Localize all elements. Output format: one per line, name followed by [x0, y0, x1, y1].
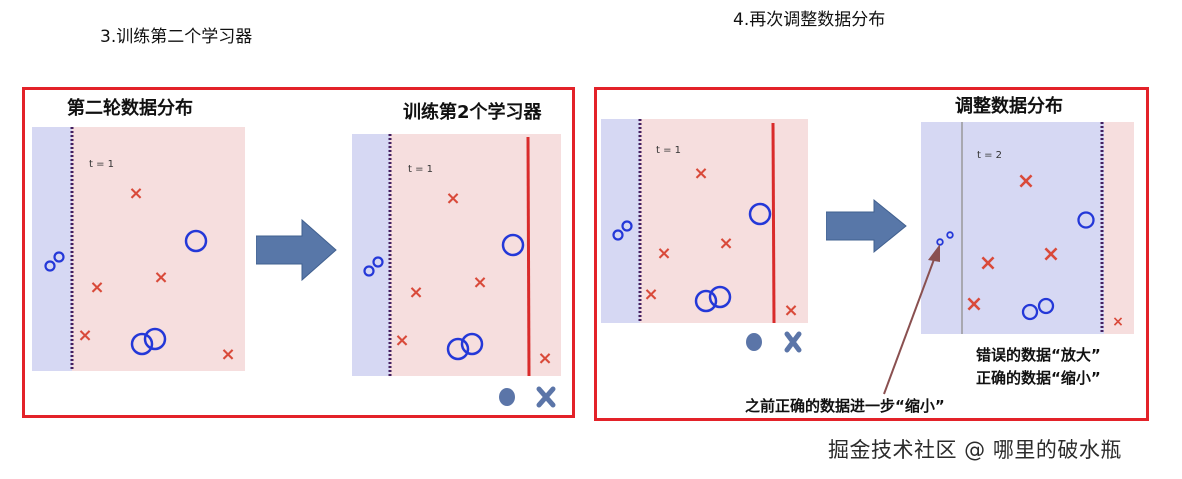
circle-mark — [694, 289, 718, 313]
cross-mark: × — [220, 344, 235, 365]
second-learner-boundary — [771, 122, 776, 323]
step4-left-plot: t = 1 × × × × × — [601, 119, 808, 323]
legend-circle-icon — [499, 388, 515, 406]
cross-mark: × — [656, 243, 671, 264]
t-label: t = 2 — [977, 150, 1002, 161]
circle-mark — [1037, 297, 1055, 315]
step3-legend — [499, 386, 556, 408]
watermark: 掘金技术社区 @ 哪里的破水瓶 — [828, 438, 1122, 462]
cross-mark: × — [718, 233, 733, 254]
step3-transition-arrow — [256, 218, 337, 282]
cross-mark-enlarged: × — [1017, 169, 1035, 194]
cross-mark-enlarged: × — [965, 292, 983, 317]
cross-mark: × — [1112, 314, 1124, 330]
circle-mark — [1077, 211, 1095, 229]
annotation-arrow — [883, 244, 940, 395]
circle-mark — [184, 229, 208, 253]
step4-legend — [746, 331, 802, 353]
cross-mark: × — [537, 348, 552, 369]
circle-mark — [621, 220, 633, 232]
circle-mark — [372, 256, 384, 268]
cross-mark-enlarged: × — [979, 251, 997, 276]
cross-mark: × — [783, 300, 798, 321]
circle-mark — [1021, 303, 1039, 321]
pink-region — [1104, 122, 1134, 334]
circle-mark — [460, 332, 484, 356]
blue-region — [921, 122, 1104, 334]
step3-right-plot: t = 1 × × × × × — [352, 134, 561, 376]
t-label: t = 1 — [408, 164, 433, 175]
note-wrong-data-enlarged: 错误的数据“放大” — [976, 346, 1101, 364]
circle-mark — [143, 327, 167, 351]
step3-left-plot: t = 1 × × × × × — [32, 127, 245, 371]
circle-mark — [44, 260, 56, 272]
circle-mark — [748, 202, 772, 226]
step4-transition-arrow — [826, 198, 907, 254]
cross-mark: × — [128, 183, 143, 204]
circle-mark — [446, 337, 470, 361]
blue-region — [32, 127, 72, 371]
circle-mark — [53, 251, 65, 263]
circle-mark — [363, 265, 375, 277]
cross-mark: × — [394, 330, 409, 351]
legend-cross-icon — [536, 386, 556, 408]
second-learner-boundary — [526, 136, 531, 376]
cross-mark: × — [77, 325, 92, 346]
t-label: t = 1 — [656, 145, 681, 156]
cross-mark: × — [89, 277, 104, 298]
blue-region — [352, 134, 390, 376]
t-label: t = 1 — [89, 159, 114, 170]
step3-right-panel-label: 训练第2个学习器 — [403, 102, 542, 123]
note-correct-data-shrunk: 正确的数据“缩小” — [976, 369, 1101, 387]
note-previous-correct-shrunk: 之前正确的数据进一步“缩小” — [745, 397, 945, 415]
legend-cross-icon — [784, 331, 802, 353]
cross-mark: × — [445, 188, 460, 209]
cross-mark-enlarged: × — [1042, 242, 1060, 267]
blue-region — [601, 119, 640, 323]
circle-mark — [130, 332, 154, 356]
legend-circle-icon — [746, 333, 762, 351]
cross-mark: × — [153, 267, 168, 288]
step4-right-plot: t = 2 × × × × × — [921, 122, 1134, 334]
step3-title: 3.训练第二个学习器 — [100, 27, 253, 47]
step4-right-panel-label: 调整数据分布 — [955, 96, 1063, 117]
step4-title: 4.再次调整数据分布 — [733, 10, 886, 30]
cross-mark: × — [408, 282, 423, 303]
cross-mark: × — [643, 284, 658, 305]
cross-mark: × — [472, 272, 487, 293]
circle-mark — [612, 229, 624, 241]
circle-mark — [708, 285, 732, 309]
step3-left-panel-label: 第二轮数据分布 — [67, 98, 193, 119]
circle-mark — [501, 233, 525, 257]
circle-mark-shrunk — [946, 231, 954, 239]
cross-mark: × — [693, 163, 708, 184]
